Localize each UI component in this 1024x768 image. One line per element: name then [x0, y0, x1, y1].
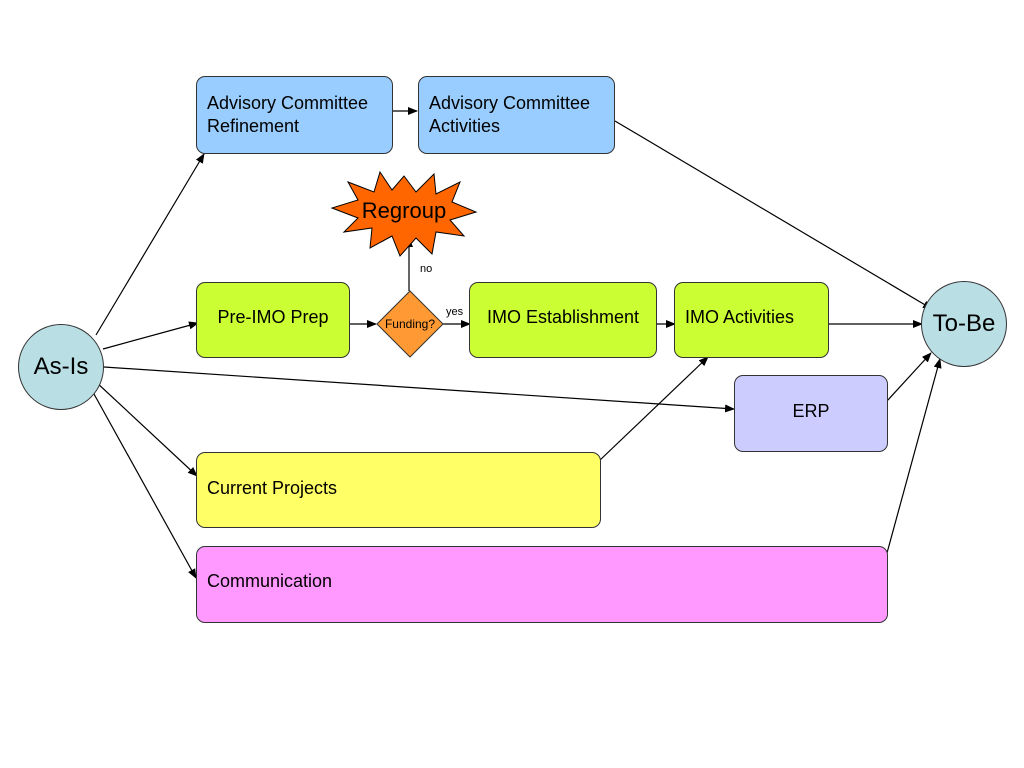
erp-box: ERP [734, 375, 888, 452]
advisory-committee-activities-box: Advisory Committee Activities [418, 76, 615, 154]
edge-as-is-to-erp [103, 366, 735, 413]
pre-imo-prep-label: Pre-IMO Prep [217, 307, 329, 327]
communication-label: Communication [207, 571, 333, 591]
to-be-label: To-Be [932, 310, 996, 337]
edge-as-is-to-advisory-refinement [95, 153, 205, 336]
current-projects-label: Current Projects [207, 478, 338, 498]
edge-advisory-activities-to-to-be [614, 120, 933, 310]
edge-as-is-to-pre-imo-prep [102, 321, 199, 350]
as-is-node: As-Is [18, 324, 104, 410]
funding-label: Funding? [384, 317, 436, 331]
advisory-committee-refinement-box: Advisory Committee Refinement [196, 76, 393, 154]
edge-erp-to-to-be [886, 352, 932, 402]
to-be-node: To-Be [921, 281, 1007, 367]
edge-as-is-to-communication [93, 393, 197, 579]
regroup-label: Regroup [361, 198, 447, 223]
pre-imo-prep-box: Pre-IMO Prep [196, 282, 350, 358]
edge-label-no: no [420, 263, 433, 275]
edge-label-yes: yes [446, 306, 464, 318]
edge-current-projects-to-imo-activities [598, 356, 709, 462]
regroup-burst: Regroup [330, 168, 478, 258]
communication-box: Communication [196, 546, 888, 623]
imo-activities-label: IMO Activities [685, 307, 795, 327]
advisory-committee-activities-label: Advisory Committee Activities [429, 93, 591, 136]
edge-as-is-to-current-projects [94, 380, 198, 477]
imo-activities-box: IMO Activities [674, 282, 829, 358]
advisory-committee-refinement-label: Advisory Committee Refinement [207, 93, 369, 136]
regroup-burst-shape [330, 170, 478, 257]
as-is-label: As-Is [33, 353, 89, 380]
erp-label: ERP [792, 401, 830, 421]
edge-communication-to-to-be [886, 358, 942, 554]
current-projects-box: Current Projects [196, 452, 601, 528]
funding-decision: Funding? [375, 289, 445, 359]
imo-establishment-label: IMO Establishment [486, 307, 640, 327]
imo-establishment-box: IMO Establishment [469, 282, 657, 358]
funding-diamond [376, 290, 444, 358]
